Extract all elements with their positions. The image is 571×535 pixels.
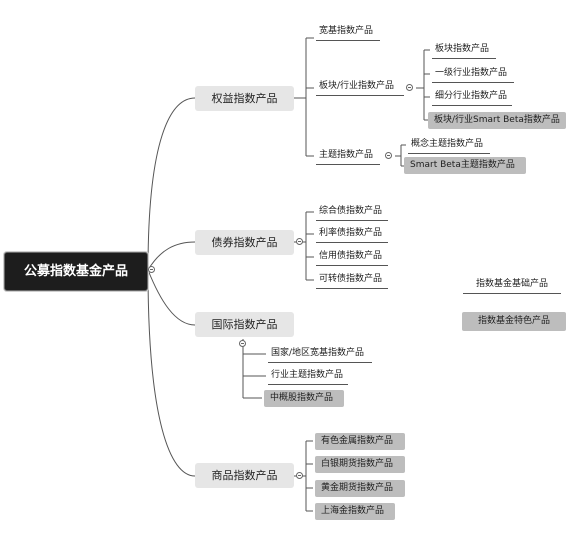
sector-level1-industry-label: 一级行业指数产品 (435, 68, 508, 78)
theme-concept-label: 概念主题指数产品 (411, 139, 484, 149)
equity-sector-label: 板块/行业指数产品 (319, 81, 395, 91)
category-commodity-label: 商品指数产品 (211, 469, 278, 482)
sector-smart-beta-node[interactable]: 板块/行业Smart Beta指数产品 (428, 112, 566, 129)
connector-root-commodity (147, 269, 196, 477)
category-commodity[interactable]: 商品指数产品 (195, 463, 294, 488)
commodity-nonferrous-node[interactable]: 有色金属指数产品 (315, 433, 405, 450)
collapse-toggle-theme[interactable] (385, 152, 392, 159)
connector-sector-trunk (416, 50, 425, 120)
sector-board-node[interactable]: 板块指数产品 (432, 43, 496, 59)
category-international-label: 国际指数产品 (211, 318, 278, 331)
equity-wide-base-label: 宽基指数产品 (319, 26, 374, 36)
equity-theme-label: 主题指数产品 (319, 150, 374, 160)
collapse-toggle-root[interactable] (148, 266, 155, 273)
legend-featured-label: 指数基金特色产品 (477, 316, 550, 326)
sector-sub-industry-label: 细分行业指数产品 (435, 91, 508, 101)
commodity-shanghai-gold-label: 上海金指数产品 (321, 506, 385, 516)
bond-convertible-node[interactable]: 可转债指数产品 (316, 273, 388, 289)
category-equity-label: 权益指数产品 (211, 92, 278, 105)
theme-smart-beta-label: Smart Beta主题指数产品 (410, 160, 515, 170)
intl-industry-theme-label: 行业主题指数产品 (271, 370, 344, 380)
category-bond[interactable]: 债券指数产品 (195, 230, 294, 255)
equity-wide-base-node[interactable]: 宽基指数产品 (316, 25, 380, 41)
connector-root-bond (147, 241, 196, 271)
intl-china-concept-node[interactable]: 中概股指数产品 (264, 390, 344, 407)
category-international[interactable]: 国际指数产品 (195, 312, 294, 337)
bond-credit-node[interactable]: 信用债指数产品 (316, 250, 388, 266)
collapse-toggle-international[interactable] (239, 340, 246, 347)
connector-theme-trunk (395, 145, 402, 166)
legend-featured-product: 指数基金特色产品 (462, 312, 566, 331)
equity-sector-node[interactable]: 板块/行业指数产品 (316, 80, 404, 96)
sector-smart-beta-label: 板块/行业Smart Beta指数产品 (434, 115, 560, 125)
connector-equity-trunk (294, 38, 307, 156)
equity-theme-node[interactable]: 主题指数产品 (316, 149, 380, 165)
root-label: 公募指数基金产品 (23, 264, 128, 279)
bond-composite-node[interactable]: 综合债指数产品 (316, 205, 388, 221)
root-node[interactable]: 公募指数基金产品 (4, 252, 148, 291)
sector-level1-industry-node[interactable]: 一级行业指数产品 (432, 67, 514, 83)
intl-country-region-label: 国家/地区宽基指数产品 (271, 348, 365, 358)
commodity-gold-node[interactable]: 黄金期货指数产品 (315, 480, 405, 497)
connector-root-equity (147, 97, 196, 271)
bond-credit-label: 信用债指数产品 (319, 251, 383, 261)
commodity-gold-label: 黄金期货指数产品 (321, 483, 394, 493)
intl-china-concept-label: 中概股指数产品 (270, 393, 334, 403)
intl-industry-theme-node[interactable]: 行业主题指数产品 (268, 369, 348, 385)
theme-smart-beta-node[interactable]: Smart Beta主题指数产品 (404, 157, 526, 174)
bond-convertible-label: 可转债指数产品 (319, 274, 383, 284)
intl-country-region-node[interactable]: 国家/地区宽基指数产品 (268, 347, 372, 363)
legend-basic-product: 指数基金基础产品 (463, 278, 561, 294)
legend-basic-label: 指数基金基础产品 (475, 279, 548, 289)
bond-rate-label: 利率债指数产品 (319, 228, 383, 238)
theme-concept-node[interactable]: 概念主题指数产品 (408, 138, 490, 154)
connector-bond-trunk (294, 212, 307, 280)
bond-composite-label: 综合债指数产品 (319, 206, 383, 216)
commodity-shanghai-gold-node[interactable]: 上海金指数产品 (315, 503, 395, 520)
collapse-toggle-sector[interactable] (406, 84, 413, 91)
commodity-silver-node[interactable]: 白银期货指数产品 (315, 456, 405, 473)
sector-board-label: 板块指数产品 (435, 44, 490, 54)
sector-sub-industry-node[interactable]: 细分行业指数产品 (432, 90, 512, 106)
bond-rate-node[interactable]: 利率债指数产品 (316, 227, 388, 243)
connector-root-intl (147, 269, 196, 326)
category-equity[interactable]: 权益指数产品 (195, 86, 294, 111)
commodity-silver-label: 白银期货指数产品 (321, 459, 394, 469)
collapse-toggle-bond[interactable] (296, 238, 303, 245)
category-bond-label: 债券指数产品 (211, 236, 278, 249)
commodity-nonferrous-label: 有色金属指数产品 (321, 436, 394, 446)
collapse-toggle-commodity[interactable] (296, 472, 303, 479)
